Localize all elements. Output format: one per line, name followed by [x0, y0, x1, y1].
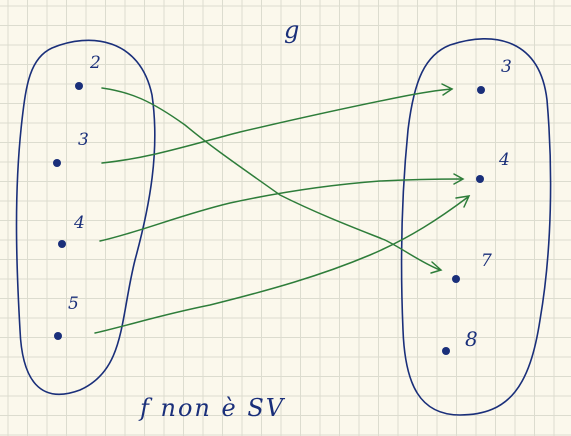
codomain-dot: [452, 275, 460, 283]
domain-dot: [58, 240, 66, 248]
codomain-label: 4: [498, 150, 510, 170]
codomain-dot: [477, 86, 485, 94]
domain-element: 5: [54, 294, 79, 340]
codomain-label: 7: [481, 251, 492, 271]
codomain-label: 8: [465, 327, 478, 351]
domain-element: 2: [75, 53, 101, 90]
codomain-label: 3: [501, 57, 512, 77]
arrowhead-icon: [453, 173, 465, 185]
mapping-arrow-5-to-4: [94, 196, 469, 334]
mapping-arrow-4-to-4: [99, 178, 463, 242]
caption: f non è SV: [138, 394, 286, 422]
mapping-arrow-3-to-3: [101, 88, 453, 164]
domain-label: 5: [68, 294, 79, 314]
codomain-element: 4: [476, 150, 510, 183]
codomain-element: 3: [477, 57, 512, 94]
domain-element: 4: [58, 213, 85, 248]
codomain-dot: [442, 347, 450, 355]
domain-label: 3: [78, 130, 89, 150]
function-title: g: [284, 16, 299, 44]
codomain-set-outline: [400, 38, 552, 416]
codomain-element: 8: [442, 327, 478, 355]
codomain-element: 7: [452, 251, 492, 283]
domain-dot: [53, 159, 61, 167]
arrowhead-icon: [441, 83, 454, 96]
arrowhead-icon: [455, 195, 471, 208]
domain-label: 2: [89, 53, 101, 73]
domain-label: 4: [73, 213, 85, 233]
arrowhead-icon: [430, 261, 443, 274]
domain-dot: [75, 82, 83, 90]
domain-dot: [54, 332, 62, 340]
domain-set-outline: [15, 39, 156, 396]
domain-element: 3: [53, 130, 89, 167]
codomain-dot: [476, 175, 484, 183]
